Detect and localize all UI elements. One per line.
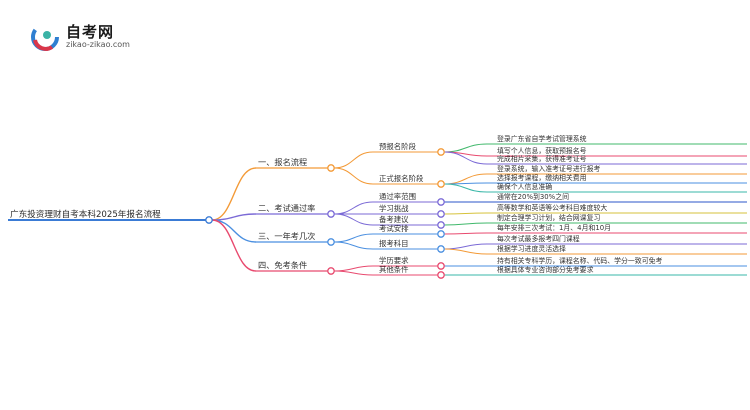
root-node[interactable]: 广东投资理财自考本科2025年报名流程 bbox=[10, 208, 161, 220]
branch-node-1[interactable]: 一、报名流程 bbox=[258, 157, 307, 167]
branch-node-4[interactable]: 四、免考条件 bbox=[258, 260, 307, 270]
site-url: zikao-zikao.com bbox=[66, 40, 130, 49]
leaf-node-1-2-1[interactable]: 登录系统，输入准考证号进行报考 bbox=[497, 164, 600, 173]
child-dot-1-1 bbox=[437, 148, 445, 156]
child-edge-1-1 bbox=[333, 151, 374, 169]
child-dot-2-1 bbox=[437, 198, 445, 206]
zikao-logo-icon bbox=[31, 23, 59, 51]
child-dot-4-1 bbox=[437, 262, 445, 270]
leaf-edge-2-3-1 bbox=[443, 222, 488, 226]
child-edge-3-2 bbox=[333, 241, 374, 250]
child-dot-3-2 bbox=[437, 245, 445, 253]
leaf-node-1-1-1[interactable]: 登录广东省自学考试管理系统 bbox=[497, 134, 587, 143]
leaf-node-4-2-1[interactable]: 根据具体专业咨询部分免考要求 bbox=[497, 265, 594, 274]
child-node-3-2[interactable]: 报考科目 bbox=[379, 239, 409, 248]
site-logo[interactable]: 自考网 zikao-zikao.com bbox=[30, 20, 140, 52]
mindmap-edges bbox=[8, 143, 747, 276]
child-edge-2-1 bbox=[333, 201, 374, 215]
leaf-edge-1-1-3 bbox=[443, 151, 488, 165]
leaf-node-3-2-1[interactable]: 每次考试最多报考四门课程 bbox=[497, 234, 580, 243]
child-edge-2-3 bbox=[333, 213, 374, 226]
leaf-node-2-2-1[interactable]: 高等数学和英语等公考科目难度较大 bbox=[497, 203, 607, 212]
child-node-2-3[interactable]: 备考建议 bbox=[379, 215, 409, 224]
child-dot-2-2 bbox=[437, 210, 445, 218]
child-dot-1-2 bbox=[437, 180, 445, 188]
leaf-node-3-1-1[interactable]: 每年安排三次考试：1月、4月和10月 bbox=[497, 223, 611, 232]
leaf-node-1-2-2[interactable]: 选择报考课程，缴纳相关费用 bbox=[497, 173, 587, 182]
branch-edge-3 bbox=[211, 219, 257, 243]
child-edge-1-2 bbox=[333, 167, 374, 185]
leaf-node-1-1-2[interactable]: 填写个人信息，获取预报名号 bbox=[497, 146, 587, 155]
leaf-edge-1-1-1 bbox=[443, 143, 488, 153]
child-node-2-1[interactable]: 通过率范围 bbox=[379, 192, 416, 201]
child-node-4-1[interactable]: 学历要求 bbox=[379, 256, 409, 265]
leaf-node-1-1-3[interactable]: 完成相片采集，获得准考证号 bbox=[497, 154, 587, 163]
mindmap-nodes: 广东投资理财自考本科2025年报名流程 一、报名流程 预报名阶段 登录广东省自学考试管… bbox=[10, 134, 662, 279]
branch-edge-1 bbox=[211, 167, 257, 221]
leaf-node-3-2-2[interactable]: 根据学习进度灵活选择 bbox=[497, 244, 566, 253]
leaf-node-4-1-1[interactable]: 持有相关专科学历，课程名称、代码、学分一致可免考 bbox=[497, 256, 662, 265]
child-edge-3-1 bbox=[333, 233, 374, 243]
leaf-node-2-1-1[interactable]: 通常在20%到30%之间 bbox=[497, 192, 569, 201]
child-dot-3-1 bbox=[437, 230, 445, 238]
child-edge-4-2 bbox=[333, 270, 374, 276]
leaf-edge-3-2-1 bbox=[443, 243, 488, 250]
leaf-edge-3-2-2 bbox=[443, 248, 488, 255]
leaf-edge-1-2-1 bbox=[443, 173, 488, 185]
leaf-edge-3-1-1 bbox=[443, 232, 488, 235]
child-dot-2-3 bbox=[437, 221, 445, 229]
child-node-1-1[interactable]: 预报名阶段 bbox=[379, 142, 417, 151]
child-node-4-2[interactable]: 其他条件 bbox=[379, 265, 409, 274]
branch-node-3[interactable]: 三、一年考几次 bbox=[258, 231, 315, 241]
site-title: 自考网 bbox=[66, 23, 115, 41]
child-node-2-2[interactable]: 学习挑战 bbox=[379, 204, 409, 213]
root-connector-dot bbox=[205, 216, 213, 224]
branch-edge-2 bbox=[211, 213, 257, 221]
branch-dot-2 bbox=[327, 210, 335, 218]
child-edge-4-1 bbox=[333, 265, 374, 272]
child-node-1-2[interactable]: 正式报名阶段 bbox=[379, 174, 424, 183]
branch-dot-4 bbox=[327, 267, 335, 275]
child-dot-4-2 bbox=[437, 271, 445, 279]
leaf-edge-2-2-1 bbox=[443, 212, 488, 215]
leaf-edge-1-2-3 bbox=[443, 183, 488, 193]
leaf-node-1-2-3[interactable]: 确保个人信息准确 bbox=[497, 182, 552, 191]
branch-node-2[interactable]: 二、考试通过率 bbox=[258, 203, 315, 213]
branch-edge-4 bbox=[211, 219, 257, 272]
leaf-node-2-3-1[interactable]: 制定合理学习计划，结合网课复习 bbox=[497, 213, 600, 222]
branch-dot-1 bbox=[327, 164, 335, 172]
child-node-3-1[interactable]: 考试安排 bbox=[379, 224, 409, 233]
branch-dot-3 bbox=[327, 238, 335, 246]
